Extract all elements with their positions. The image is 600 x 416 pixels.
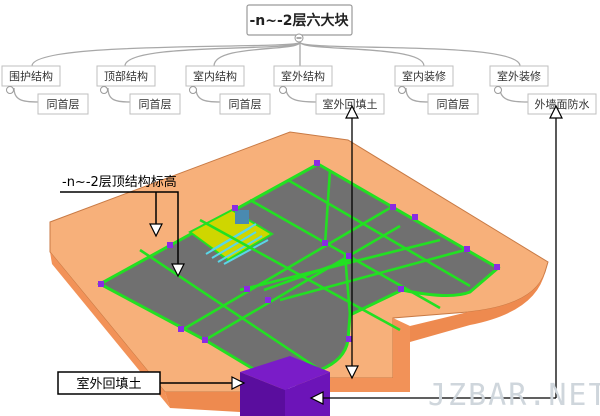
stair-steps [205,223,269,265]
arrow-left-icon [309,391,324,405]
beam-grid [139,169,471,372]
building-model [49,131,549,416]
column-nodes [98,160,500,390]
mindmap-branch-label: 室内结构 [193,69,237,83]
mindmap-branch-label: 围护结构 [9,69,53,83]
stair-shaft [235,210,249,224]
mindmap-branch-node[interactable] [394,65,454,87]
leader-lines [309,104,563,405]
mindmap-child-node[interactable] [37,93,89,115]
mindmap-child-label: 同首层 [139,97,172,111]
mindmap-child-node[interactable] [219,93,271,115]
arrow-up-icon [549,104,563,119]
mindmap: -n~-2层六大块 围护结构 顶部结构 室内结构 室外结构 室内装修 室外装修 … [1,4,597,115]
collapse-toggle-icon[interactable] [6,86,14,94]
mindmap-connector [31,35,521,67]
backfill-label: 室外回填土 [76,376,141,392]
callout-bottom: 室外回填土 [57,371,246,395]
collapse-toggle-icon[interactable] [398,86,406,94]
collapse-toggle-icon[interactable] [494,86,502,94]
mindmap-child-label: 同首层 [229,97,262,111]
callout-top-line [60,191,179,270]
backfill-block-left [240,372,285,416]
mindmap-child-label: 室外回填土 [323,97,378,111]
mindmap-branch-label: 室外装修 [497,69,541,83]
collapse-toggle-icon[interactable] [279,86,287,94]
collapse-toggle-icon[interactable] [189,86,197,94]
base-side-right [410,272,545,342]
watermark: JZBAR.NET [428,378,600,413]
mindmap-branch-label: 顶部结构 [104,69,148,83]
base-side-notch [328,318,410,392]
mindmap-child-label: 外墙面防水 [535,97,590,111]
stair-pit [188,208,274,262]
mindmap-child-node[interactable] [129,93,181,115]
callout-top: -n~-2层顶结构标高 [60,174,185,278]
mindmap-child-node[interactable] [527,93,597,115]
mindmap-child-label: 同首层 [437,97,470,111]
collapse-toggle-icon[interactable] [100,86,108,94]
mindmap-child-label: 同首层 [47,97,80,111]
arrow-down-icon [149,223,163,238]
mindmap-child-connectors [13,87,529,103]
mindmap-branch-node[interactable] [185,65,245,87]
mindmap-branch-node[interactable] [489,65,549,87]
backfill-block-right [285,372,330,416]
backfill-block-top [240,356,330,390]
mindmap-branch-node[interactable] [1,65,61,87]
base-side-front [165,392,240,412]
mindmap-branch-label: 室外结构 [281,69,325,83]
arrow-right-icon [231,376,246,390]
arrow-up-icon [345,104,359,119]
mindmap-child-node[interactable] [427,93,479,115]
arrow-down-icon [171,263,185,278]
top-elevation-label: -n~-2层顶结构标高 [62,174,177,190]
mindmap-branch-node[interactable] [96,65,156,87]
mindmap-root-label: -n~-2层六大块 [249,12,349,29]
base-side-left [50,252,170,408]
mindmap-branch-label: 室内装修 [402,69,446,83]
mindmap-branch-node[interactable] [273,65,333,87]
arrow-down-icon [345,365,359,380]
